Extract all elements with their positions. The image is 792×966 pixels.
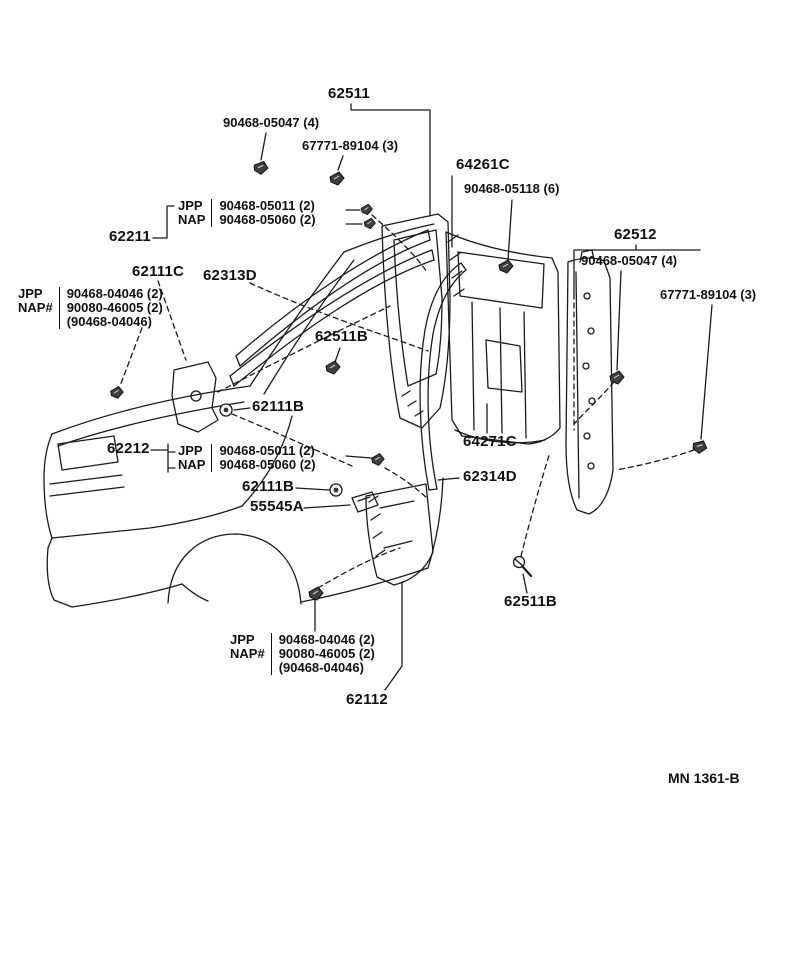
roof-side-inner-panel [445, 231, 561, 445]
fastener-part-number: 90468-05011 (2) [219, 198, 315, 213]
fastener-numbers-column: 90468-05011 (2) 90468-05060 (2) [211, 443, 316, 472]
fastener-group-windshield-upper: JPP NAP 90468-05011 (2) 90468-05060 (2) [178, 199, 316, 227]
screw-icon [512, 555, 533, 578]
part-label-62511B-bottom: 62511B [504, 593, 557, 610]
fastener-group-windshield-lower: JPP NAP 90468-05011 (2) 90468-05060 (2) [178, 444, 316, 472]
market-label-jpp: JPP [178, 443, 203, 458]
part-label-62511B-mid: 62511B [315, 328, 368, 345]
clip-icon [325, 360, 341, 375]
market-label-nap: NAP# [18, 300, 53, 315]
market-label-nap: NAP# [230, 646, 265, 661]
market-column: JPP NAP [178, 444, 205, 472]
clip-icon [363, 217, 376, 230]
market-column: JPP NAP# [230, 633, 265, 661]
fastener-part-number: 90468-05060 (2) [219, 212, 316, 227]
fastener-label-67771-89104-top: 67771-89104 (3) [302, 138, 399, 153]
fastener-part-number: 90468-04046 (2) [278, 632, 375, 647]
part-label-55545A: 55545A [250, 498, 304, 515]
part-label-62111B-lower: 62111B [242, 478, 295, 495]
fastener-part-number: 90468-05011 (2) [219, 443, 315, 458]
part-label-62212: 62212 [107, 440, 150, 457]
fastener-part-number: (90468-04046) [66, 314, 152, 329]
part-label-62211: 62211 [109, 228, 151, 245]
clip-icon [110, 386, 124, 399]
clip-icon [329, 171, 345, 186]
part-label-64261C: 64261C [456, 156, 510, 173]
fastener-label-90468-05047-top: 90468-05047 (4) [223, 115, 320, 130]
market-column: JPP NAP# [18, 287, 53, 315]
grommet-icons [219, 403, 343, 497]
market-label-nap: NAP [178, 457, 206, 472]
fastener-label-90468-05047-right: 90468-05047 (4) [581, 253, 678, 268]
fastener-part-number: 90080-46005 (2) [66, 300, 163, 315]
fastener-group-cowl-side: JPP NAP# 90468-04046 (2) 90080-46005 (2)… [230, 633, 375, 675]
alignment-dashed-lines [119, 214, 695, 589]
part-label-62112: 62112 [346, 691, 388, 708]
part-label-62111C: 62111C [132, 263, 185, 280]
market-label-jpp: JPP [230, 632, 255, 647]
fastener-label-90468-05118: 90468-05118 (6) [464, 181, 560, 196]
clip-icon [252, 159, 270, 176]
part-label-62314D: 62314D [463, 468, 517, 485]
part-label-64271C: 64271C [463, 433, 517, 450]
fastener-numbers-column: 90468-04046 (2) 90080-46005 (2) (90468-0… [58, 286, 163, 329]
market-label-nap: NAP [178, 212, 206, 227]
shim-plate [351, 491, 379, 513]
clip-icon [371, 453, 385, 466]
market-label-jpp: JPP [178, 198, 203, 213]
fastener-group-hood-side: JPP NAP# 90468-04046 (2) 90080-46005 (2)… [18, 287, 163, 329]
part-label-62512: 62512 [614, 226, 657, 243]
leader-lines [150, 103, 713, 691]
fastener-part-number: 90468-04046 (2) [66, 286, 163, 301]
fastener-part-number: (90468-04046) [278, 660, 364, 675]
market-label-jpp: JPP [18, 286, 43, 301]
fastener-numbers-column: 90468-04046 (2) 90080-46005 (2) (90468-0… [270, 632, 375, 675]
front-pillar-window-panel [381, 213, 451, 429]
drawing-code: MN 1361-B [668, 770, 740, 786]
windshield-molding-strips [229, 229, 435, 387]
fastener-part-number: 90468-05060 (2) [219, 457, 316, 472]
fastener-label-67771-89104-right: 67771-89104 (3) [660, 287, 757, 302]
clip-icon [360, 203, 373, 216]
weatherstrip-strip [419, 262, 467, 491]
mounting-bracket [171, 361, 219, 433]
clip-icon [690, 438, 709, 456]
fastener-numbers-column: 90468-05011 (2) 90468-05060 (2) [211, 198, 316, 227]
part-label-62313D: 62313D [203, 267, 257, 284]
fastener-part-number: 90080-46005 (2) [278, 646, 375, 661]
part-label-62511: 62511 [328, 85, 370, 102]
market-column: JPP NAP [178, 199, 205, 227]
quarter-pillar-panel [565, 249, 614, 515]
part-label-62111B-upper: 62111B [252, 398, 305, 415]
clip-icon [498, 259, 514, 274]
cowl-side-panel [365, 483, 434, 586]
